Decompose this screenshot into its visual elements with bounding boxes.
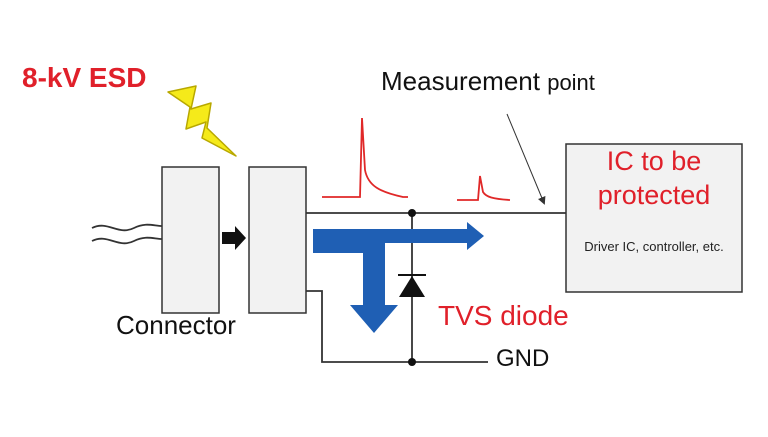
measurement-label-main: Measurement	[381, 66, 540, 96]
connector-left-block	[161, 166, 220, 314]
junction-dot-bottom	[408, 358, 416, 366]
tvs-diode-label: TVS diode	[438, 300, 569, 331]
diode-symbol-icon	[398, 274, 426, 297]
esd-pulse-large	[322, 117, 408, 198]
measurement-point-label: Measurement point	[381, 68, 595, 94]
ic-subtitle: Driver IC, controller, etc.	[584, 239, 724, 254]
arrow-right-icon	[222, 226, 246, 250]
esd-pulse-small	[457, 175, 511, 201]
connector-right-block	[248, 166, 307, 314]
ic-title: IC to be protected	[597, 146, 711, 210]
lightning-bolt-icon	[167, 85, 237, 157]
measurement-pointer	[506, 113, 546, 205]
junction-dot-top	[408, 209, 416, 217]
esd-label: 8-kV ESD	[22, 62, 147, 93]
measurement-label-point: point	[547, 70, 595, 95]
cable-wires	[91, 223, 163, 245]
connector-label: Connector	[116, 310, 236, 340]
ground-line	[306, 290, 488, 363]
ic-box	[565, 143, 743, 293]
gnd-label: GND	[496, 345, 550, 372]
current-flow-arrows	[313, 222, 484, 333]
